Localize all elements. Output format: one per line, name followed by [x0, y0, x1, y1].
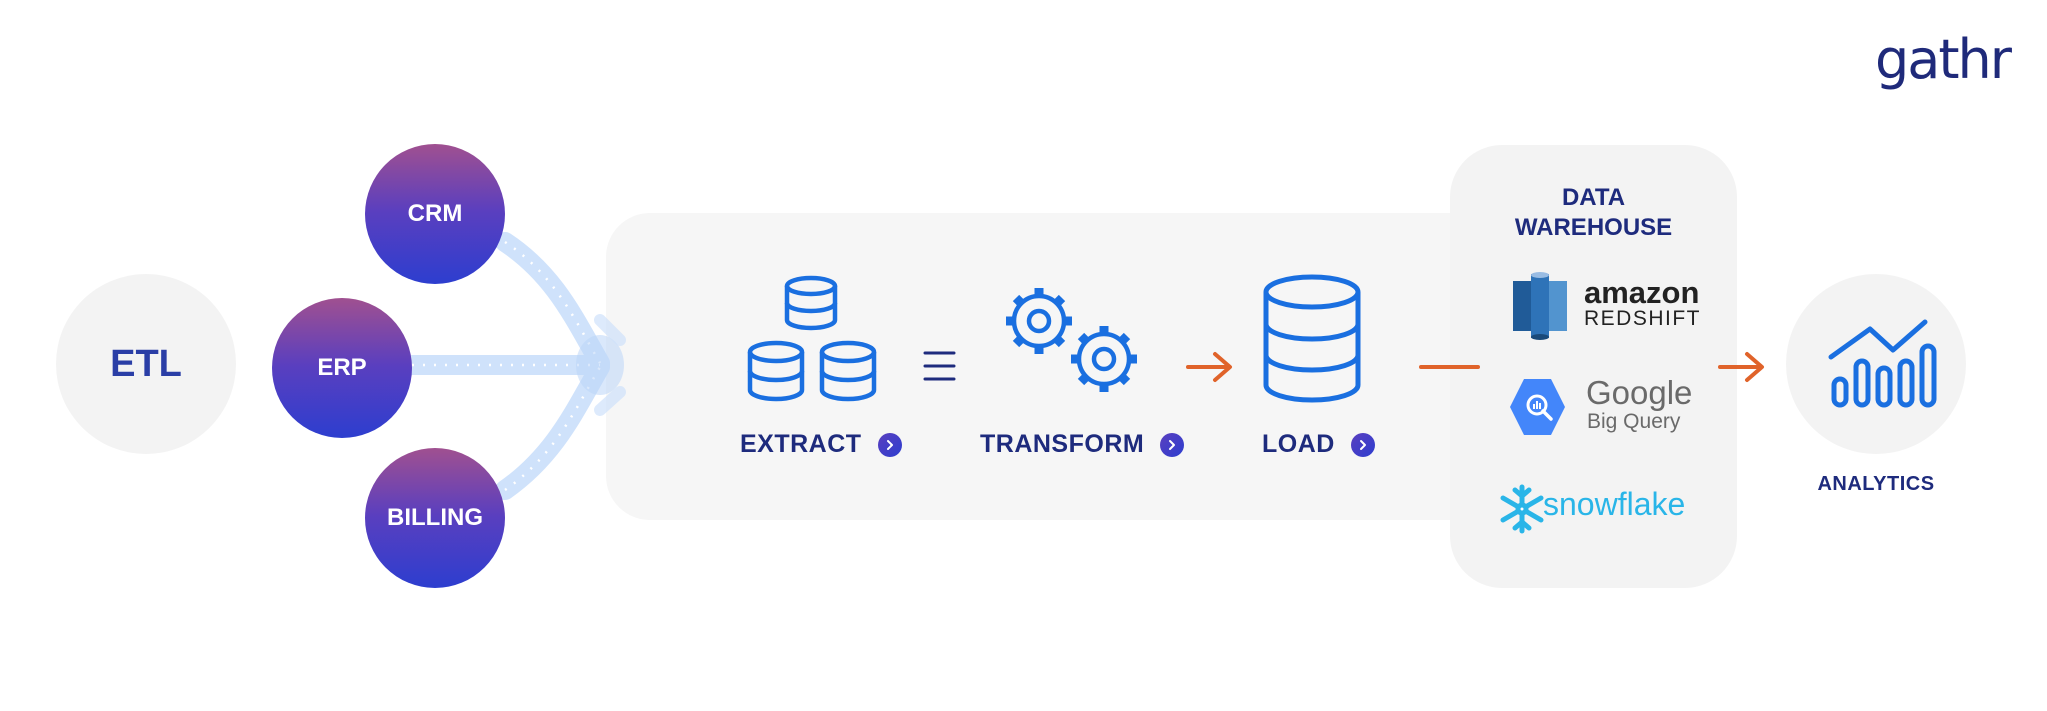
bigquery-wordmark: Big Query — [1587, 410, 1681, 433]
source-label: BILLING — [387, 504, 483, 531]
etl-node: ETL — [56, 274, 236, 454]
source-label: CRM — [407, 200, 463, 227]
source-crm: CRM — [365, 144, 505, 284]
data-warehouse-title-line1: DATA — [1561, 184, 1626, 211]
data-warehouse-panel — [1450, 145, 1737, 588]
amazon-wordmark: amazon — [1584, 275, 1700, 310]
google-bigquery-logo-icon — [1510, 379, 1565, 435]
step-extract: EXTRACT — [740, 430, 902, 459]
google-wordmark: Google — [1586, 374, 1693, 411]
gathr-logo: gathr — [1875, 28, 2012, 91]
database-stack-icon — [747, 275, 877, 402]
step-transform: TRANSFORM — [980, 430, 1185, 459]
chevron-right-icon[interactable] — [1350, 432, 1375, 457]
step-label: TRANSFORM — [980, 430, 1145, 458]
menu-lines-icon — [923, 351, 956, 381]
source-billing: BILLING — [365, 448, 505, 588]
source-label: ERP — [317, 354, 367, 381]
analytics-label: ANALYTICS — [1817, 473, 1935, 495]
snowflake-wordmark: snowflake — [1543, 486, 1686, 522]
arrow-right-icon — [1186, 352, 1232, 382]
database-icon — [1263, 274, 1361, 403]
redshift-wordmark: REDSHIFT — [1584, 307, 1701, 330]
source-flow-lines — [402, 232, 626, 500]
analytics-chart-icon — [1828, 319, 1937, 408]
step-label: LOAD — [1262, 430, 1335, 458]
step-load: LOAD — [1262, 430, 1375, 459]
data-warehouse-title: DATA WAREHOUSE — [1450, 183, 1737, 243]
arrow-right-icon — [1718, 352, 1764, 382]
chevron-right-icon[interactable] — [877, 432, 902, 457]
amazon-redshift-logo-icon — [1513, 272, 1567, 340]
gears-icon — [1006, 288, 1137, 392]
snowflake-logo-icon — [1500, 484, 1544, 534]
step-label: EXTRACT — [740, 430, 862, 458]
chevron-right-icon[interactable] — [1160, 432, 1185, 457]
etl-label: ETL — [110, 342, 182, 385]
data-warehouse-title-line2: WAREHOUSE — [1514, 214, 1673, 241]
source-erp: ERP — [272, 298, 412, 438]
